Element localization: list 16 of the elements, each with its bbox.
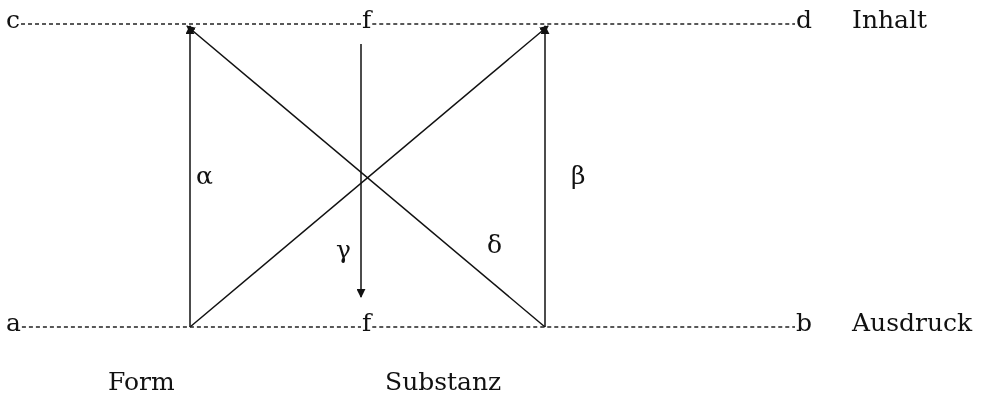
edge-label: δ (487, 231, 503, 259)
arrow (356, 43, 366, 298)
point-letter: f (362, 309, 372, 337)
axis-label: Form (108, 368, 175, 396)
point-letter: f (362, 6, 372, 34)
axis-label: Substanz (385, 368, 502, 396)
arrow (540, 25, 550, 328)
edge-label: β (571, 162, 586, 190)
point-letter: c (6, 6, 20, 34)
edge-label: α (196, 162, 213, 190)
edge-label: γ (336, 236, 351, 264)
point-letter: d (796, 6, 812, 34)
point-letter: b (796, 309, 812, 337)
level-label: Inhalt (852, 6, 928, 34)
point-letter: a (6, 309, 21, 337)
level-label: Ausdruck (852, 309, 973, 337)
